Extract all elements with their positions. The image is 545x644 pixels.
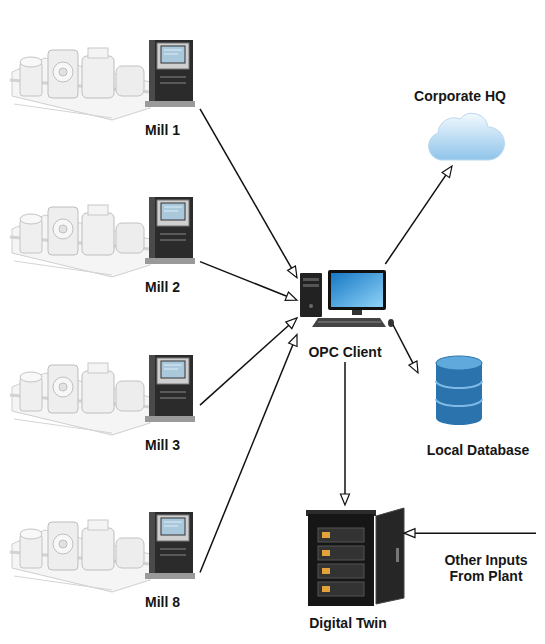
digital-twin-node: Digital Twin	[292, 505, 404, 633]
drive-light	[322, 586, 330, 592]
tower	[300, 273, 322, 317]
arrow-head	[286, 318, 297, 329]
drive-light	[322, 550, 330, 556]
drive-bay	[318, 528, 364, 542]
screen	[331, 273, 383, 307]
mill-node: Mill 1	[125, 36, 200, 140]
input-note: Other Inputs From Plant	[436, 528, 536, 586]
mill-node: Mill 8	[125, 508, 200, 612]
connector-line	[385, 175, 445, 264]
drive-light	[322, 568, 330, 574]
stand	[352, 310, 362, 315]
connector-arrow	[393, 325, 418, 373]
database-icon	[436, 356, 482, 425]
drive-bay	[318, 582, 364, 596]
arrow-head	[409, 361, 418, 373]
database-node: Local Database	[418, 355, 538, 460]
node-label: Mill 1	[145, 122, 180, 138]
drive-light	[322, 532, 330, 538]
client-node: OPC Client	[297, 264, 393, 362]
connector-arrow	[200, 335, 297, 573]
cabinet-body	[308, 514, 374, 606]
drive-slot	[303, 284, 319, 287]
door-handle	[396, 548, 399, 562]
drive-bay	[318, 564, 364, 578]
connector-line	[344, 362, 346, 494]
connector-line	[200, 109, 292, 268]
connector-line	[200, 262, 287, 297]
cylinder-top	[436, 356, 482, 370]
node-label: Mill 8	[145, 594, 180, 610]
connector-line	[415, 532, 536, 534]
server-cabinet-icon	[306, 508, 404, 606]
connector-arrow	[385, 166, 452, 264]
connector-line	[200, 345, 293, 573]
cabinet-door	[376, 508, 404, 604]
connector-arrow	[340, 362, 349, 505]
mill-machine	[10, 512, 195, 592]
mill-node: Mill 3	[125, 351, 200, 455]
node-label: Other Inputs From Plant	[440, 552, 532, 584]
computer-icon	[300, 270, 394, 327]
monitor	[328, 270, 386, 310]
mill-node: Mill 2	[125, 193, 200, 297]
connector-arrow	[200, 109, 297, 278]
cylinder-body	[436, 363, 482, 425]
keys	[318, 322, 381, 323]
arrow-head	[340, 494, 349, 505]
connector-arrow	[200, 318, 297, 405]
disc-edge	[436, 381, 482, 388]
arrow-head	[288, 266, 297, 278]
arrow-head	[404, 529, 415, 538]
arrow-head	[285, 292, 297, 300]
node-label: OPC Client	[308, 344, 381, 360]
cloud-node: Corporate HQ	[410, 88, 510, 166]
drive-bay	[318, 546, 364, 560]
mill-machine	[10, 197, 195, 277]
arrow-head	[442, 166, 452, 178]
connector-arrow	[404, 529, 536, 538]
keyboard	[312, 318, 386, 327]
connector-line	[393, 325, 413, 363]
mill-machine	[10, 355, 195, 435]
node-label: Corporate HQ	[414, 88, 506, 104]
connector-arrow	[200, 262, 297, 301]
mill-machine	[10, 40, 195, 120]
cloud-icon	[429, 113, 505, 160]
connector-line	[200, 325, 289, 405]
node-label: Mill 3	[145, 437, 180, 453]
node-label: Digital Twin	[309, 615, 387, 631]
disc-edge	[436, 399, 482, 406]
node-label: Mill 2	[145, 279, 180, 295]
arrow-head	[289, 335, 297, 347]
power-button	[309, 304, 313, 308]
node-label: Local Database	[427, 442, 530, 458]
drive-slot	[303, 278, 319, 281]
